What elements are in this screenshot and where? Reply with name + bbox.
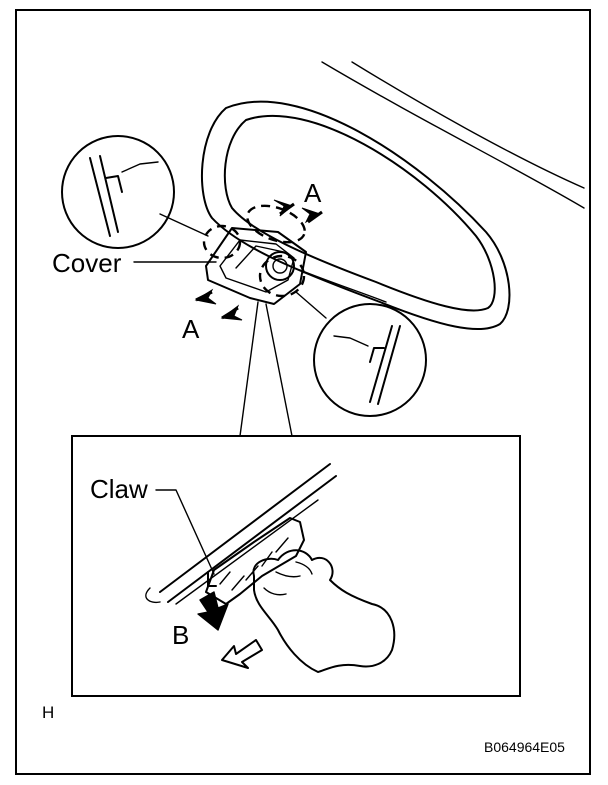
hollow-push-arrow <box>221 639 263 669</box>
inset-box <box>71 435 521 697</box>
detail-circle-right <box>295 291 427 417</box>
label-corner-h: H <box>42 703 54 722</box>
inset-callout-lines <box>239 301 293 437</box>
rear-view-mirror <box>200 100 511 330</box>
label-a-top: A <box>304 178 322 208</box>
label-cover: Cover <box>52 248 122 278</box>
outer-frame <box>15 9 591 775</box>
highlight-circles <box>202 204 306 298</box>
figure-code: B064964E05 <box>484 739 565 755</box>
arrow-b <box>197 591 229 631</box>
label-a-bottom: A <box>182 314 200 344</box>
label-claw: Claw <box>90 474 148 504</box>
inset-detail <box>145 463 396 673</box>
mirror-stay-cover <box>205 227 307 305</box>
arrows-a <box>194 199 323 321</box>
windshield-edge <box>321 61 585 209</box>
hand <box>252 549 396 673</box>
label-b: B <box>172 620 189 650</box>
dashed-circle-left <box>202 224 242 260</box>
detail-circle-left <box>61 135 209 249</box>
dashed-circle-right <box>258 254 306 298</box>
dashed-circle-top <box>246 204 306 244</box>
